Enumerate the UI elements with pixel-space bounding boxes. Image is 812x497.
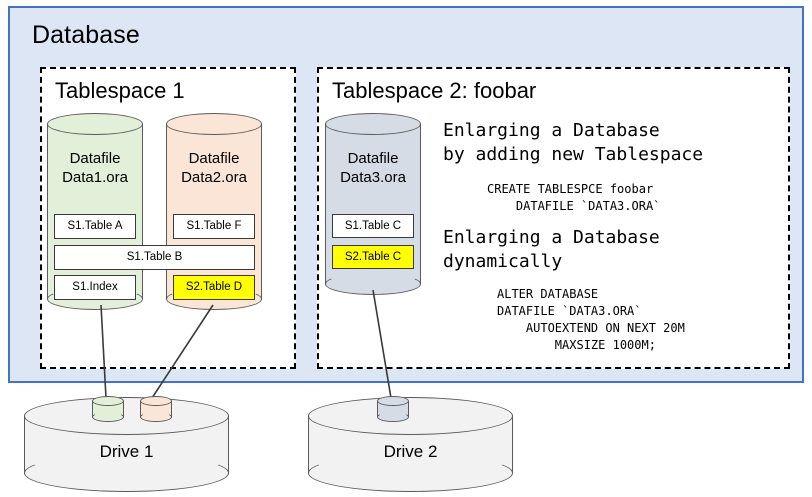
cylinder-bottom bbox=[325, 273, 421, 295]
table-chip-s1-table-a: S1.Table A bbox=[54, 214, 136, 239]
tablespace-1-title: Tablespace 1 bbox=[55, 78, 185, 103]
cylinder-top bbox=[325, 113, 421, 135]
table-chip-s2-table-c: S2.Table C bbox=[332, 245, 414, 269]
datafile-label-line2: Data1.ora bbox=[62, 169, 128, 186]
table-chip-s1-index: S1.Index bbox=[54, 275, 136, 300]
table-chip-s1-table-c: S1.Table C bbox=[332, 214, 414, 238]
table-chip-s2-table-d: S2.Table D bbox=[173, 275, 255, 300]
datafile-label: Datafile Data3.ora bbox=[325, 149, 421, 187]
mini-cylinder-top bbox=[92, 396, 124, 406]
note-1-code: CREATE TABLESPCE foobar DATAFILE `DATA3.… bbox=[487, 182, 661, 213]
mini-cylinder-bottom bbox=[140, 412, 172, 422]
drive-2: Drive 2 bbox=[308, 397, 513, 492]
note-1-headline: Enlarging a Database by adding new Table… bbox=[443, 120, 704, 165]
drive-top bbox=[308, 397, 513, 435]
drive-bottom bbox=[24, 454, 229, 492]
cylinder-top bbox=[47, 113, 143, 135]
tablespace-2-title: Tablespace 2: foobar bbox=[332, 78, 537, 103]
drive-top bbox=[24, 397, 229, 435]
note-2-code: ALTER DATABASE DATAFILE `DATA3.ORA` AUTO… bbox=[497, 287, 685, 352]
drive-2-datafile-data3 bbox=[377, 396, 409, 422]
drive-bottom bbox=[308, 454, 513, 492]
datafile-label: Datafile Data1.ora bbox=[47, 149, 143, 187]
drive-1: Drive 1 bbox=[24, 397, 229, 492]
note-2-headline: Enlarging a Database dynamically bbox=[443, 227, 660, 272]
drive-label: Drive 2 bbox=[383, 442, 438, 461]
datafile-label-line1: Datafile bbox=[188, 150, 240, 167]
mini-cylinder-bottom bbox=[92, 412, 124, 422]
datafile-label-line2: Data3.ora bbox=[340, 169, 406, 186]
database-title: Database bbox=[32, 21, 140, 49]
cylinder-top bbox=[166, 113, 262, 135]
drive-label: Drive 1 bbox=[99, 442, 154, 461]
datafile-label-line1: Datafile bbox=[69, 150, 121, 167]
mini-cylinder-top bbox=[140, 396, 172, 406]
mini-cylinder-bottom bbox=[377, 412, 409, 422]
drive-1-datafile-data2 bbox=[140, 396, 172, 422]
table-chip-s1-table-b-spanning: S1.Table B bbox=[54, 245, 255, 270]
datafile-label: Datafile Data2.ora bbox=[166, 149, 262, 187]
datafile-label-line1: Datafile bbox=[347, 150, 399, 167]
drive-1-datafile-data1 bbox=[92, 396, 124, 422]
datafile-label-line2: Data2.ora bbox=[181, 169, 247, 186]
table-chip-s1-table-f: S1.Table F bbox=[173, 214, 255, 239]
mini-cylinder-top bbox=[377, 396, 409, 406]
